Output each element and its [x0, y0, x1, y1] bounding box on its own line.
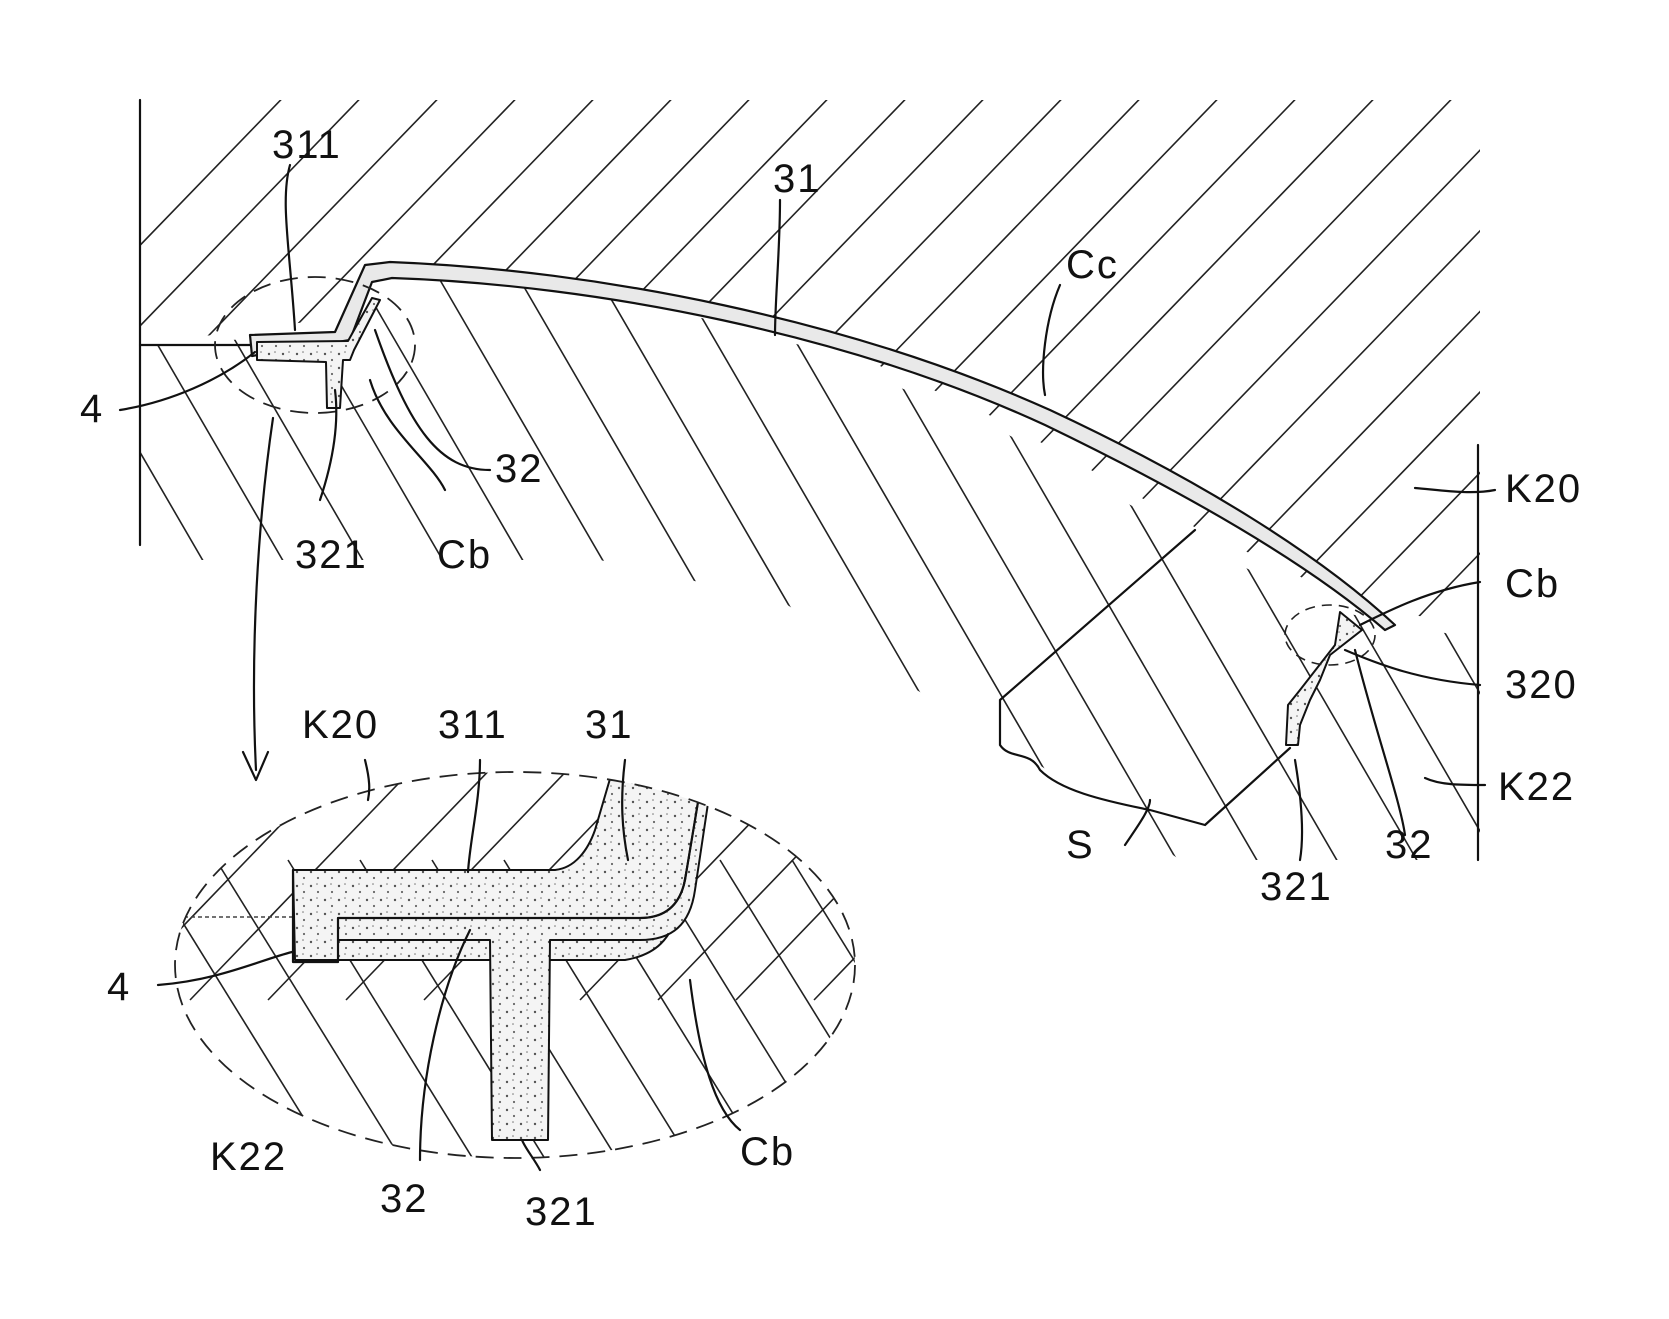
- label-k20: K20: [1505, 467, 1582, 511]
- detail-leader-311: [468, 760, 480, 872]
- label-32-right: 32: [1385, 823, 1434, 867]
- upper-mold-hatching: [0, 80, 1669, 700]
- hatch-line: [1416, 80, 1669, 700]
- leader-32: [375, 330, 490, 470]
- hatch-line: [1338, 80, 1669, 700]
- hatch-line: [40, 280, 400, 900]
- hatch-line: [168, 80, 768, 700]
- label-32: 32: [495, 447, 544, 491]
- detail-leader-321: [522, 1140, 540, 1170]
- hatch-line: [0, 280, 240, 900]
- hatch-line: [720, 860, 980, 1280]
- label-311: 311: [272, 123, 342, 167]
- hatch-line: [736, 460, 1256, 1000]
- hatch-line: [0, 280, 160, 900]
- label-321: 321: [295, 533, 368, 577]
- hatch-line: [558, 80, 1158, 700]
- hatch-line: [636, 80, 1236, 700]
- hatch-line: [1260, 80, 1669, 700]
- detail-view: K20 311 31 4 K22 32 321 Cb: [0, 460, 1412, 1280]
- hatch-line: [1104, 80, 1669, 700]
- hatch-line: [90, 80, 690, 700]
- cover-layer-31: [250, 262, 1395, 630]
- hatch-line: [1572, 80, 1669, 700]
- hatch-line: [792, 80, 1392, 700]
- hatch-line: [200, 280, 560, 900]
- detail-label-311: 311: [438, 703, 508, 747]
- hatch-line: [402, 80, 1002, 700]
- detail-leader-4: [158, 952, 292, 985]
- detail-label-31: 31: [585, 703, 634, 747]
- hatch-line: [1494, 80, 1669, 700]
- hatch-line: [0, 860, 260, 1280]
- hatch-line: [814, 460, 1334, 1000]
- leader-321-right: [1295, 760, 1302, 860]
- label-cb-right: Cb: [1505, 562, 1560, 606]
- label-320: 320: [1505, 663, 1578, 707]
- detail-label-32: 32: [380, 1177, 429, 1221]
- detail-label-k22: K22: [210, 1135, 287, 1179]
- hatch-line: [680, 280, 1040, 900]
- leader-31: [775, 200, 780, 335]
- label-4: 4: [80, 387, 104, 431]
- main-view: 311 31 Cc 4 32 321 Cb K20 Cb 320 K22 S 3…: [0, 80, 1669, 909]
- label-k22: K22: [1498, 765, 1575, 809]
- hatch-line: [1320, 280, 1669, 900]
- hatch-line: [648, 860, 908, 1280]
- hatch-line: [324, 80, 924, 700]
- hatch-line: [936, 860, 1196, 1280]
- label-cc: Cc: [1066, 243, 1119, 287]
- detail-label-cb: Cb: [740, 1130, 795, 1174]
- detail-arrow-line: [254, 418, 273, 770]
- leader-32-right: [1355, 650, 1405, 835]
- lower-mold-hatching: [0, 280, 1669, 900]
- detail-label-321: 321: [525, 1190, 598, 1234]
- insert-32-left: [257, 298, 380, 408]
- leader-cc: [1043, 285, 1060, 395]
- hatch-line: [120, 280, 480, 900]
- core-s-outline: [1000, 530, 1290, 825]
- detail-label-k20: K20: [302, 703, 379, 747]
- leader-k20: [1415, 488, 1495, 492]
- hatch-line: [840, 280, 1200, 900]
- detail-label-4: 4: [107, 965, 131, 1009]
- hatch-line: [1026, 80, 1626, 700]
- label-cb: Cb: [437, 533, 492, 577]
- detail-leader-k20: [365, 760, 369, 800]
- hatch-line: [1182, 80, 1669, 700]
- hatch-line: [0, 280, 320, 900]
- hatch-line: [0, 80, 456, 700]
- hatch-line: [1000, 280, 1360, 900]
- label-321-right: 321: [1260, 865, 1333, 909]
- insert-32-right: [1286, 612, 1362, 745]
- hatch-line: [658, 460, 1178, 1000]
- label-s: S: [1066, 823, 1095, 867]
- hatch-line: [948, 80, 1548, 700]
- leader-k22: [1425, 778, 1485, 785]
- hatch-line: [792, 860, 1052, 1280]
- detail-leader-32: [420, 930, 470, 1160]
- hatch-line: [864, 860, 1124, 1280]
- label-31: 31: [773, 157, 822, 201]
- leader-320: [1345, 650, 1480, 685]
